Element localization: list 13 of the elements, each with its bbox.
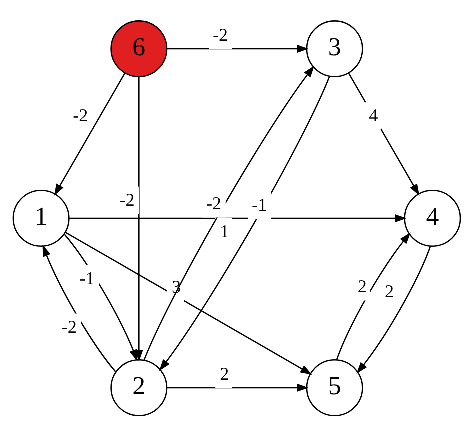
edge-label: -2 [212,24,228,44]
edge-label: 2 [384,281,394,302]
edge-label: -1 [252,194,268,215]
edge-label: 2 [220,363,230,384]
edge-label: 2 [358,276,367,296]
edge-label: -2 [120,189,135,210]
edge-label: 3 [172,276,182,296]
edge-label: 4 [369,105,378,126]
edge-label: -2 [206,193,222,214]
edge-label: 1 [220,221,230,242]
edge-label: -2 [62,316,77,336]
edge-label: -1 [80,268,95,288]
edge-label: -2 [73,105,88,126]
